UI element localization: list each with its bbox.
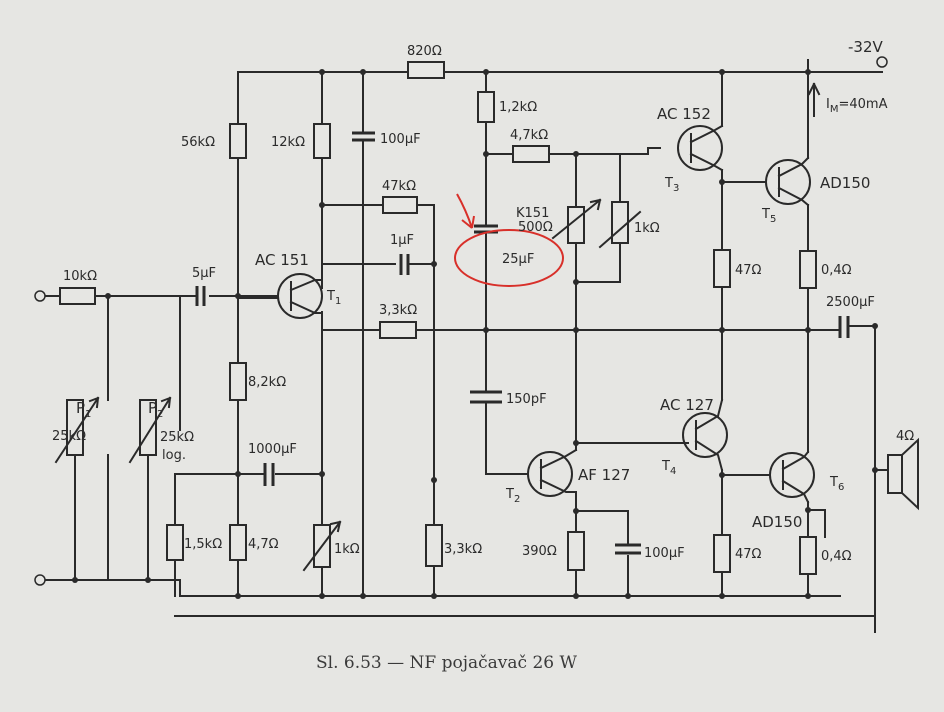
resistor-390 bbox=[567, 531, 585, 571]
labels: -32V IM=40mA 820Ω 56kΩ 12kΩ 1,2kΩ 4,7kΩ … bbox=[52, 38, 914, 564]
label-t4-ref: T4 bbox=[661, 459, 676, 477]
capacitor-2500u bbox=[838, 316, 850, 338]
label-t2-ref: T2 bbox=[505, 487, 520, 505]
label-k151: K151 bbox=[516, 206, 549, 221]
label-10k: 10kΩ bbox=[63, 269, 97, 284]
label-25u: 25μF bbox=[502, 252, 534, 267]
transistor-t4 bbox=[682, 398, 728, 472]
transistor-t5 bbox=[765, 156, 811, 207]
label-t5-type: AD150 bbox=[820, 174, 870, 192]
annotation-circle bbox=[454, 229, 564, 287]
resistor-0r4-bottom bbox=[799, 536, 817, 575]
label-t1-ref: T1 bbox=[326, 289, 341, 307]
label-p2: P2 bbox=[148, 399, 163, 420]
resistor-47-top bbox=[713, 249, 731, 288]
resistor-4r7 bbox=[229, 524, 247, 561]
supply-voltage-label: -32V bbox=[848, 38, 883, 56]
label-100u-top: 100μF bbox=[380, 132, 421, 147]
resistor-4k7 bbox=[512, 145, 550, 163]
label-k151-value: 500Ω bbox=[518, 220, 553, 235]
label-t6-ref: T6 bbox=[829, 475, 844, 493]
label-t3-ref: T3 bbox=[664, 176, 679, 194]
transistors bbox=[277, 124, 815, 504]
label-t4-type: AC 127 bbox=[660, 396, 714, 414]
resistor-820 bbox=[407, 61, 445, 79]
label-1k2: 1,2kΩ bbox=[499, 100, 537, 115]
label-2500u: 2500μF bbox=[826, 295, 875, 310]
label-3k3-bottom: 3,3kΩ bbox=[444, 542, 482, 557]
label-speaker: 4Ω bbox=[896, 429, 914, 444]
transistor-t6 bbox=[769, 450, 815, 504]
current-label: IM=40mA bbox=[826, 97, 888, 115]
label-1000u: 1000μF bbox=[248, 442, 297, 457]
label-t6-type: AD150 bbox=[752, 513, 802, 531]
figure-caption: Sl. 6.53 — NF pojačavač 26 W bbox=[316, 653, 578, 673]
transistor-t1 bbox=[277, 273, 323, 319]
input-terminal bbox=[34, 290, 46, 302]
label-t3-type: AC 152 bbox=[657, 105, 711, 123]
resistor-47k bbox=[382, 196, 418, 214]
label-1k-trim: 1kΩ bbox=[334, 542, 360, 557]
junction-dots bbox=[72, 69, 878, 599]
resistor-0r4-top bbox=[799, 250, 817, 289]
label-390: 390Ω bbox=[522, 544, 557, 559]
label-5u: 5μF bbox=[192, 266, 216, 281]
label-1k5: 1,5kΩ bbox=[184, 537, 222, 552]
transistor-t3 bbox=[677, 124, 724, 172]
potentiometer-1k bbox=[611, 201, 629, 244]
annotation-arrow-icon bbox=[456, 193, 475, 229]
resistor-1k2 bbox=[477, 91, 495, 123]
resistor-8k2 bbox=[229, 362, 247, 401]
label-47k: 47kΩ bbox=[382, 179, 416, 194]
resistor-1k5 bbox=[166, 524, 184, 561]
ground-terminal bbox=[34, 574, 46, 586]
resistor-12k bbox=[313, 123, 331, 159]
label-0r4-bottom: 0,4Ω bbox=[821, 549, 852, 564]
label-3k3: 3,3kΩ bbox=[379, 303, 417, 318]
label-p1-value: 25kΩ bbox=[52, 429, 86, 444]
label-t5-ref: T5 bbox=[761, 207, 776, 225]
label-4k7: 4,7kΩ bbox=[510, 128, 548, 143]
resistor-3k3-bottom bbox=[425, 524, 443, 567]
capacitor-5u bbox=[195, 286, 206, 306]
capacitor-150p bbox=[470, 390, 502, 404]
label-4r7: 4,7Ω bbox=[248, 537, 279, 552]
label-47-bottom: 47Ω bbox=[735, 547, 762, 562]
capacitor-1000u bbox=[263, 463, 275, 486]
label-8k2: 8,2kΩ bbox=[248, 375, 286, 390]
label-0r4-top: 0,4Ω bbox=[821, 263, 852, 278]
capacitors bbox=[195, 131, 850, 555]
label-t2-type: AF 127 bbox=[578, 466, 630, 484]
label-12k: 12kΩ bbox=[271, 135, 305, 150]
label-p2-taper: log. bbox=[162, 448, 186, 463]
speaker-icon bbox=[887, 437, 919, 511]
label-47-top: 47Ω bbox=[735, 263, 762, 278]
resistor-56k bbox=[229, 123, 247, 159]
resistor-47-bottom bbox=[713, 534, 731, 573]
label-1k-pot: 1kΩ bbox=[634, 221, 660, 236]
supply-terminal bbox=[876, 56, 888, 68]
capacitor-1u bbox=[399, 254, 410, 275]
capacitor-100u-bottom bbox=[615, 543, 641, 555]
capacitor-100u-top bbox=[352, 131, 375, 142]
potentiometer-p1 bbox=[66, 399, 84, 456]
label-150p: 150pF bbox=[506, 392, 547, 407]
wiring bbox=[39, 59, 891, 633]
label-56k: 56kΩ bbox=[181, 135, 215, 150]
label-100u-bottom: 100μF bbox=[644, 546, 685, 561]
label-p2-value: 25kΩ bbox=[160, 430, 194, 445]
resistors bbox=[54, 61, 817, 575]
resistor-3k3 bbox=[379, 321, 417, 339]
resistor-10k bbox=[59, 287, 96, 305]
current-arrow-icon bbox=[807, 82, 821, 117]
label-t1-type: AC 151 bbox=[255, 251, 309, 269]
label-1u: 1μF bbox=[390, 233, 414, 248]
transistor-t2 bbox=[527, 448, 578, 497]
terminals bbox=[34, 56, 888, 586]
label-820: 820Ω bbox=[407, 44, 442, 59]
label-p1: P1 bbox=[76, 399, 91, 420]
